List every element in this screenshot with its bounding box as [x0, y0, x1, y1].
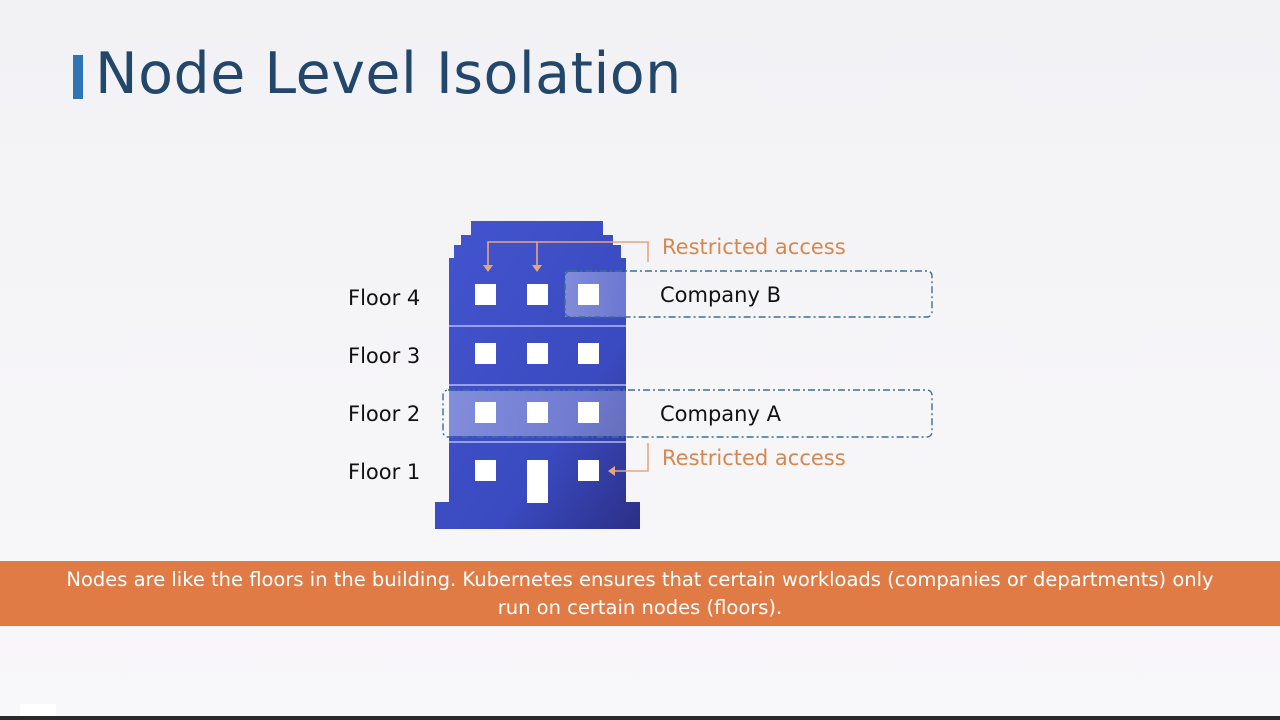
window [527, 343, 548, 364]
window [475, 284, 496, 305]
window [475, 460, 496, 481]
floor-3-label: Floor 3 [348, 344, 421, 368]
window [578, 343, 599, 364]
window [578, 460, 599, 481]
arrow-head-icon [483, 265, 493, 272]
floor-1-label: Floor 1 [348, 460, 421, 484]
floor-separators [449, 325, 626, 443]
floor-4-label: Floor 4 [348, 286, 421, 310]
company-a-outline [442, 389, 933, 438]
entrance-door [527, 460, 548, 503]
company-a-occupancy [446, 391, 626, 436]
page-title: Node Level Isolation [95, 41, 682, 107]
bottom-edge-line [0, 716, 1280, 720]
company-b-outline [564, 270, 933, 318]
company-b-occupancy [565, 272, 626, 317]
window [527, 284, 548, 305]
restricted-access-arrows-top [487, 241, 649, 268]
floor-2-label: Floor 2 [348, 402, 421, 426]
title-accent-bar [73, 55, 83, 99]
restricted-access-label-bottom: Restricted access [662, 446, 846, 470]
company-a-label: Company A [660, 402, 781, 426]
arrow-head-icon [608, 466, 615, 476]
restricted-access-arrow-bottom [613, 443, 649, 472]
window [475, 343, 496, 364]
bottom-corner-mark [20, 704, 56, 716]
caption-band [0, 561, 1280, 626]
company-b-label: Company B [660, 283, 781, 307]
restricted-access-label-top: Restricted access [662, 235, 846, 259]
arrow-head-icon [532, 265, 542, 272]
caption-text: Nodes are like the floors in the buildin… [66, 568, 1214, 619]
